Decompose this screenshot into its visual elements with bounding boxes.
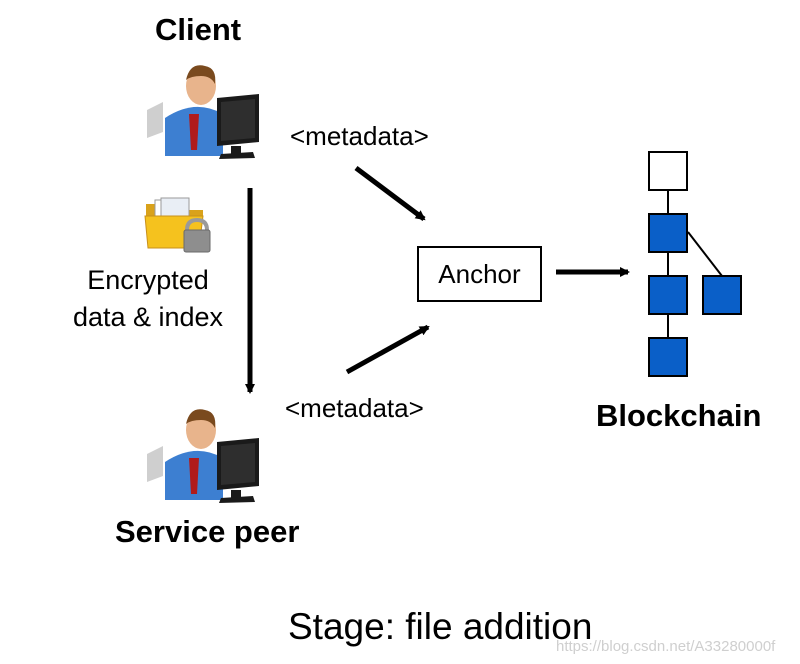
peer-metadata-arrow bbox=[345, 324, 430, 375]
metadata-label-bottom: <metadata> bbox=[285, 393, 424, 423]
client-metadata-arrow bbox=[354, 166, 426, 221]
client-title: Client bbox=[155, 12, 242, 47]
encrypted-label: Encrypted data & index bbox=[56, 262, 240, 336]
locked-folder-icon bbox=[143, 196, 215, 263]
anchor-label: Anchor bbox=[438, 258, 521, 289]
block-empty bbox=[648, 151, 688, 191]
blockchain-graphic bbox=[648, 151, 742, 377]
fork-link bbox=[687, 231, 723, 277]
stage-caption: Stage: file addition bbox=[288, 606, 593, 647]
block-fork bbox=[702, 275, 742, 315]
watermark: https://blog.csdn.net/A33280000f bbox=[556, 638, 776, 655]
user-computer-icon bbox=[145, 58, 263, 165]
blockchain-title: Blockchain bbox=[596, 398, 762, 433]
block bbox=[648, 213, 688, 253]
service-peer-title: Service peer bbox=[115, 514, 300, 549]
user-computer-icon bbox=[145, 402, 263, 509]
block bbox=[648, 275, 688, 315]
block bbox=[648, 337, 688, 377]
anchor-box: Anchor bbox=[417, 246, 542, 302]
metadata-label-top: <metadata> bbox=[290, 121, 429, 151]
encrypted-line-2: data & index bbox=[72, 302, 224, 332]
encrypted-line-1: Encrypted bbox=[87, 265, 209, 295]
